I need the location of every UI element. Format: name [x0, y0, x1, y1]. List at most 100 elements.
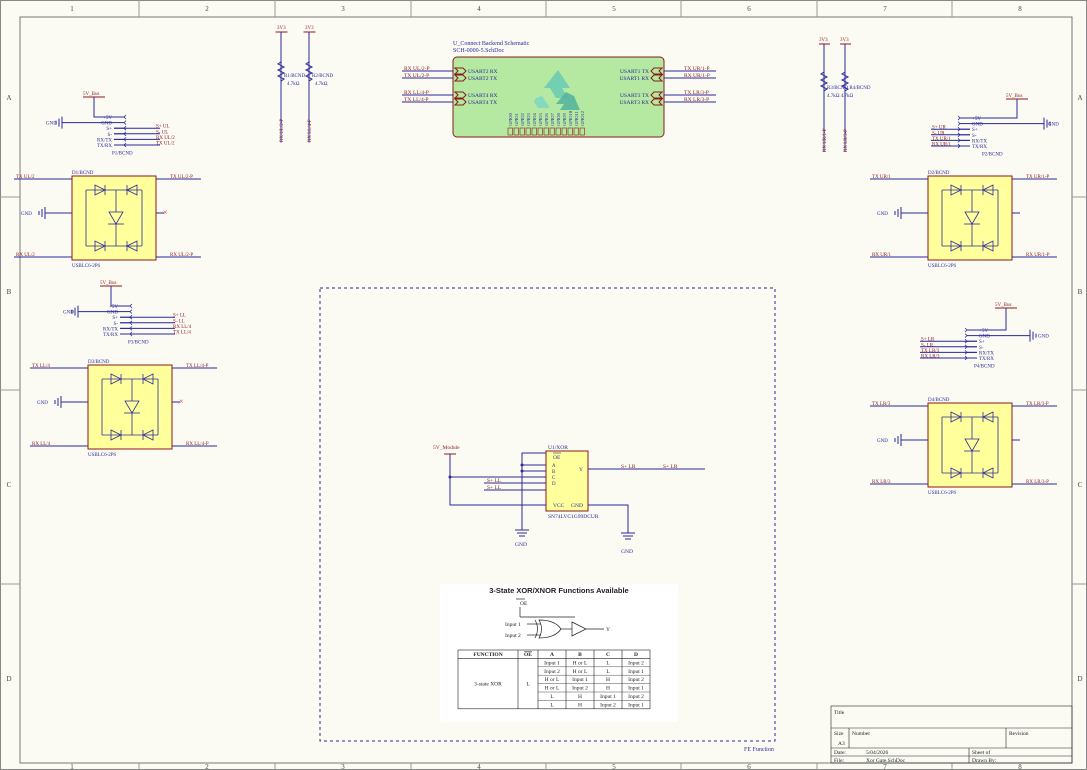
- column-marker: 3: [341, 763, 345, 770]
- r1-value: 4.7kΩ: [287, 82, 300, 87]
- connector-ref: P2/BCND: [982, 153, 1003, 158]
- connector-ref: P1/BCND: [112, 152, 133, 157]
- net-label: TX LR/3: [872, 402, 891, 407]
- u1-part: SN74LVC1G99DCUR: [548, 514, 599, 520]
- pin-label: TX/RX: [97, 144, 112, 149]
- column-marker: 6: [747, 5, 751, 13]
- u1-ref: U1/XOR: [548, 445, 568, 451]
- pullups-left[interactable]: 3V3 3V3 R1/BCND 4.7kΩ R2/BCND 4.7kΩ RX U…: [275, 26, 334, 143]
- table-header: OE: [524, 652, 532, 658]
- tvs-part: USBLC6-2P6: [88, 453, 117, 458]
- tvs-part: USBLC6-2P6: [72, 264, 101, 269]
- diode-icon: [982, 411, 994, 423]
- pin-label: RX/TX: [979, 351, 994, 356]
- pin-arrow: [123, 120, 127, 125]
- u1-input-pin: A: [552, 464, 556, 469]
- pin-label: S+: [972, 128, 978, 133]
- u1-y-pin: Y: [579, 467, 583, 473]
- title-label: Title: [834, 710, 845, 716]
- table-cell: H: [606, 686, 610, 692]
- table-cell: H: [578, 702, 582, 708]
- table-cell: H: [578, 694, 582, 700]
- net-label: TX UR/1-P: [684, 66, 710, 72]
- table-cell: L: [550, 694, 554, 700]
- net-label: S- UL: [156, 130, 168, 135]
- net-label: TX UL/2: [156, 142, 175, 147]
- table-cell: Input 2: [628, 677, 644, 683]
- row-marker: A: [1077, 94, 1082, 102]
- net-label: RX UL/2: [16, 253, 35, 258]
- table-cell: L: [526, 682, 530, 688]
- net-label: S+ LR: [663, 464, 678, 470]
- tvs-ref: D2/BCND: [928, 171, 950, 176]
- pullups-right[interactable]: 3V3 3V3 R3/BCND R4/BCND 4.7kΩ 4.7kΩ RX U…: [819, 38, 871, 152]
- diode-icon: [94, 184, 106, 196]
- ground-symbol: [1029, 329, 1037, 342]
- table-cell: Input 2: [600, 702, 616, 708]
- table-cell: L: [606, 660, 610, 666]
- date-value: 5/04/2026: [866, 750, 889, 756]
- diode-icon: [142, 373, 154, 385]
- table-cell: Input 2: [572, 686, 588, 692]
- gnd-label: GND: [1038, 335, 1049, 340]
- net-label: RX UL/2-P: [280, 119, 285, 142]
- pin-label: RX/TX: [972, 139, 987, 144]
- diode-icon: [126, 184, 138, 196]
- gnd-label: GND: [515, 542, 527, 548]
- pin-arrow: [957, 115, 961, 121]
- no-connect-icon: ×: [163, 208, 168, 217]
- net-label: RX LL/4: [32, 442, 51, 447]
- tvs-body: [927, 402, 1013, 488]
- function-table-figure: 3-State XOR/XNOR Functions Available OE …: [440, 584, 678, 722]
- column-marker: 1: [70, 5, 74, 13]
- title-block: Title Size A3 Number Revision Date: 5/04…: [830, 705, 1073, 764]
- table-cell: H or L: [545, 686, 560, 692]
- gpio-label: GPIO6: [544, 112, 549, 126]
- table-header: C: [606, 652, 610, 658]
- net-label: TX UL/2: [16, 175, 35, 180]
- sheet-symbol[interactable]: U_Connect Backend Schematic SCH-0000-5.S…: [402, 41, 716, 138]
- sheet-entry-port: [453, 98, 467, 106]
- sheet-entry-label: USART3 RX: [620, 100, 649, 106]
- net-label: RX LR/3-P: [844, 129, 849, 152]
- table-cell: Input 1: [628, 669, 644, 675]
- table-cell: 3-state XOR: [474, 682, 502, 688]
- net-label: TX LL/4-P: [404, 97, 429, 103]
- tvs-ref: D1/BCND: [72, 171, 94, 176]
- no-connect-icon: ×: [179, 397, 184, 406]
- sheet-entry-port: [453, 67, 467, 75]
- gnd-label: GND: [37, 401, 48, 406]
- pin-label: GND: [972, 123, 983, 128]
- r1-ref: R1/BCND: [284, 74, 306, 79]
- net-label: TX LR/3: [921, 349, 940, 354]
- gpio-label: GPIO3: [526, 112, 531, 126]
- r3-r4-value: 4.7kΩ 4.7kΩ: [827, 94, 853, 99]
- sheet-entry-port: [453, 74, 467, 82]
- pin-label: S+: [979, 340, 985, 345]
- revision-label: Revision: [1009, 731, 1029, 737]
- function-table: [457, 649, 651, 710]
- u1-input-pin: C: [552, 476, 556, 481]
- y-output-label: Y: [606, 627, 610, 633]
- row-marker: C: [7, 481, 12, 489]
- gpio-port: [579, 127, 585, 136]
- gpio-port: [507, 127, 513, 136]
- net-label: S- UR: [932, 131, 945, 136]
- table-cell: Input 2: [544, 669, 560, 675]
- pin-label: S-: [108, 133, 113, 138]
- column-marker: 3: [341, 5, 345, 13]
- pin-label: +5V: [972, 117, 981, 122]
- table-cell: Input 1: [628, 686, 644, 692]
- net-label: S- LR: [921, 343, 934, 348]
- number-label: Number: [852, 731, 870, 737]
